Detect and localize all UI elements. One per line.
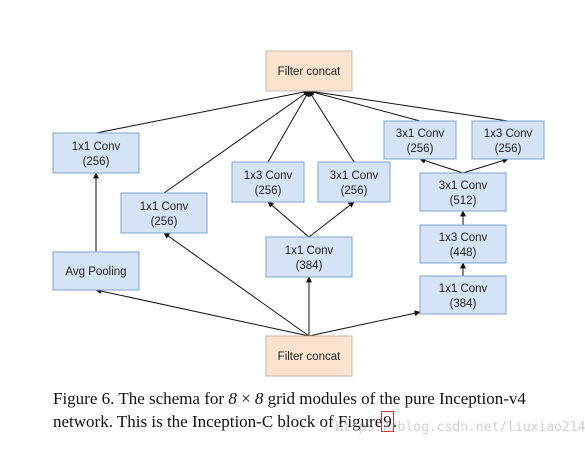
branch1-conv-filters: (256) [83, 156, 110, 168]
filter-concat-top-label: Filter concat [278, 66, 341, 78]
avg-pooling-node: Avg Pooling [52, 251, 140, 291]
edge-b1_conv-to-concat_top [95, 89, 310, 134]
branch3-conv1x3-filters: (256) [255, 185, 282, 197]
branch3-conv3x1-node: 3x1 Conv (256) [317, 161, 391, 203]
branch2-conv-node: 1x1 Conv (256) [120, 192, 208, 234]
branch4-conv1x1-filters: (384) [450, 298, 477, 310]
caption-math-times: × [241, 389, 251, 408]
branch4-conv1x1-label: 1x1 Conv [439, 283, 488, 295]
branch3-conv3x1-filters: (256) [341, 185, 368, 197]
branch3-conv1x1-filters: (384) [296, 260, 323, 272]
branch2-conv-filters: (256) [151, 216, 178, 228]
inception-c-diagram: Filter concat Filter concat 1x1 Conv (25… [52, 50, 545, 377]
branch4-out3x1-label: 3x1 Conv [396, 128, 445, 140]
caption-math: 8 × 8 [228, 389, 263, 408]
branch4-out3x1-filters: (256) [407, 143, 434, 155]
edges [93, 88, 509, 337]
edge-concat_bottom-to-b4_conv1x1 [308, 310, 421, 337]
figure-reference-link[interactable]: 9 [381, 411, 394, 432]
branch3-conv1x1-node: 1x1 Conv (384) [265, 236, 353, 278]
figure-caption: Figure 6. The schema for 8 × 8 grid modu… [53, 387, 553, 433]
filter-concat-bottom-label: Filter concat [278, 351, 341, 363]
branch4-out1x3-node: 1x3 Conv (256) [471, 120, 545, 160]
branch4-out3x1-node: 3x1 Conv (256) [383, 120, 457, 160]
edge-concat_bottom-to-b2_conv [163, 232, 310, 337]
branch4-conv1x1-node: 1x1 Conv (384) [419, 275, 507, 315]
edge-b2_conv-to-concat_top [163, 90, 310, 194]
caption-math-a: 8 [228, 389, 237, 408]
branch4-conv3x1-node: 3x1 Conv (512) [419, 172, 507, 212]
caption-end: . [392, 412, 397, 431]
branch4-conv3x1-filters: (512) [450, 195, 477, 207]
filter-concat-top-node: Filter concat [265, 50, 353, 92]
edge-b3_conv1x1-to-b3_conv1x3 [267, 201, 310, 238]
edge-b4_conv3x1-to-b4_out3x1 [419, 157, 464, 174]
branch4-conv1x3-filters: (448) [450, 247, 477, 259]
edge-b3_conv1x3-to-concat_top [267, 90, 310, 163]
branch4-out1x3-filters: (256) [495, 143, 522, 155]
caption-math-b: 8 [254, 389, 264, 408]
branch3-conv1x1-label: 1x1 Conv [285, 245, 334, 257]
avg-pooling-label: Avg Pooling [65, 266, 126, 278]
branch1-conv-label: 1x1 Conv [72, 141, 121, 153]
branch4-conv1x3-label: 1x3 Conv [439, 232, 488, 244]
edge-concat_bottom-to-b1_pool [95, 288, 310, 337]
branch3-conv3x1-label: 3x1 Conv [330, 170, 379, 182]
edge-b4_out3x1-to-concat_top [308, 89, 421, 122]
watermark-text: https://blog.csdn.net/liuxiao214 [335, 420, 585, 435]
branch3-conv1x3-node: 1x3 Conv (256) [231, 161, 305, 203]
branch4-out1x3-label: 1x3 Conv [484, 128, 533, 140]
branch3-conv1x3-label: 1x3 Conv [244, 170, 293, 182]
caption-before-math: Figure 6. The schema for [53, 389, 225, 408]
edge-b3_conv1x1-to-b3_conv3x1 [308, 201, 355, 238]
branch4-conv1x3-node: 1x3 Conv (448) [419, 224, 507, 264]
filter-concat-bottom-node: Filter concat [265, 335, 353, 377]
edge-b3_conv3x1-to-concat_top [308, 90, 355, 163]
edge-b4_out1x3-to-concat_top [308, 88, 509, 122]
caption-after-math: grid modules of the pure Inception-v4 ne… [53, 389, 526, 431]
branch4-conv3x1-label: 3x1 Conv [439, 180, 488, 192]
branch2-conv-label: 1x1 Conv [140, 201, 189, 213]
branch1-conv-node: 1x1 Conv (256) [52, 132, 140, 174]
edge-b4_conv3x1-to-b4_out1x3 [462, 157, 509, 174]
